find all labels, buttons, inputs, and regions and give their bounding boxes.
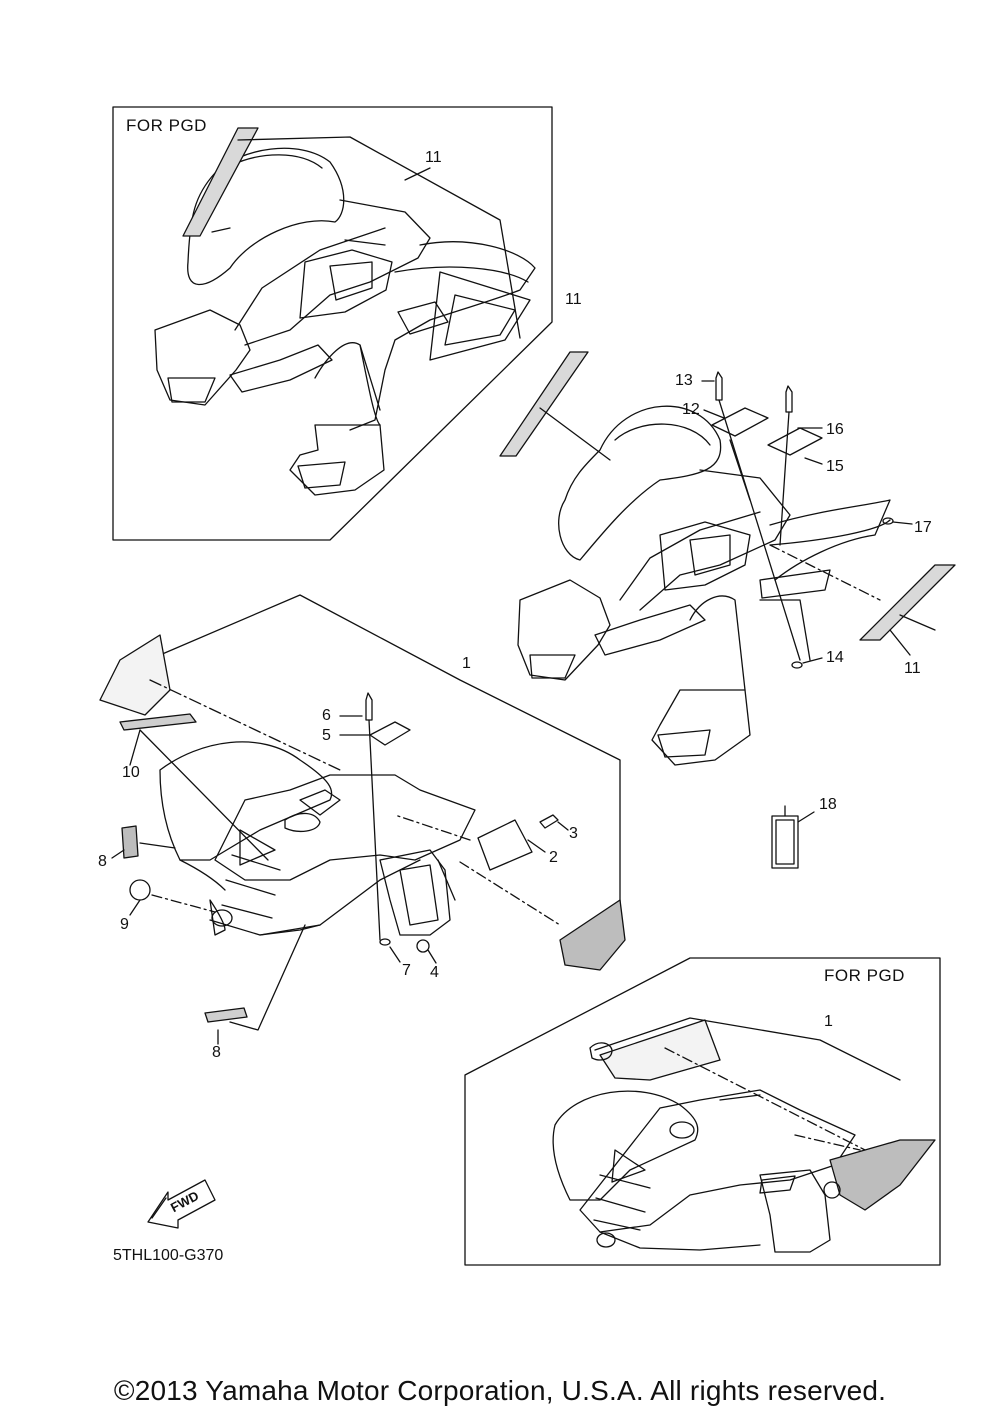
callout-label: 1 (462, 655, 471, 672)
callout-label: 8 (212, 1044, 221, 1061)
callout-label: 11 (425, 149, 442, 166)
rear-fender-illustration-top (154, 147, 536, 496)
front-fender-illustration-pgd (552, 1019, 936, 1253)
grommet-4 (416, 939, 430, 953)
callout-label: 5 (322, 727, 331, 744)
callout-label: 1 (824, 1013, 833, 1030)
copyright-notice: ©2013 Yamaha Motor Corporation, U.S.A. A… (113, 1375, 887, 1406)
callout-label: 18 (819, 796, 837, 813)
fwd-arrow-icon (147, 1179, 216, 1229)
grommet-14 (791, 661, 803, 669)
callout-label: 10 (122, 764, 140, 781)
callout-label: 7 (402, 962, 411, 979)
callout-label: 3 (569, 825, 578, 842)
callout-label: 14 (826, 649, 844, 666)
callout-label: 9 (120, 916, 129, 933)
plate-15 (767, 427, 823, 456)
callout-label: 16 (826, 421, 844, 438)
variant-box-top-left (112, 106, 553, 541)
callout-label: 8 (98, 853, 107, 870)
callout-label: 2 (549, 849, 558, 866)
decal-8-upper (121, 825, 139, 859)
variant-box-label-bottom: FOR PGD (824, 966, 905, 985)
decal-8-lower (204, 1007, 248, 1023)
decal-strip-top-left (182, 127, 259, 237)
disc-9 (129, 879, 151, 901)
bolt-6 (365, 692, 373, 721)
plate-12 (711, 407, 769, 437)
decal-strip-right (859, 564, 956, 641)
bolt-16 (785, 385, 793, 413)
card-18 (771, 805, 815, 869)
variant-box-label-top: FOR PGD (126, 116, 207, 135)
callout-label: 17 (914, 519, 932, 536)
front-fender-illustration (99, 634, 476, 936)
bolt-3 (539, 814, 559, 829)
rear-fender-illustration-main (517, 405, 891, 766)
plate-2 (477, 819, 533, 871)
variant-box-bottom-right (464, 957, 941, 1266)
diagram-code: 5THL100-G370 (113, 1247, 224, 1264)
grommet-17 (882, 517, 894, 525)
callout-label: 13 (675, 372, 693, 389)
grommet-7 (379, 938, 391, 946)
callout-label: 4 (430, 964, 439, 981)
callout-label: 12 (682, 401, 700, 418)
plate-5 (369, 721, 411, 746)
callout-label: 11 (565, 291, 582, 308)
callout-1-line (124, 594, 621, 911)
callout-label: 6 (322, 707, 331, 724)
front-decal-large (99, 634, 171, 716)
callout-label: 15 (826, 458, 844, 475)
front-decal-side (559, 899, 626, 971)
decal-10 (119, 713, 197, 731)
bolt-13 (715, 371, 723, 401)
callout-label: 11 (904, 660, 921, 677)
decal-strip-middle (499, 351, 589, 457)
